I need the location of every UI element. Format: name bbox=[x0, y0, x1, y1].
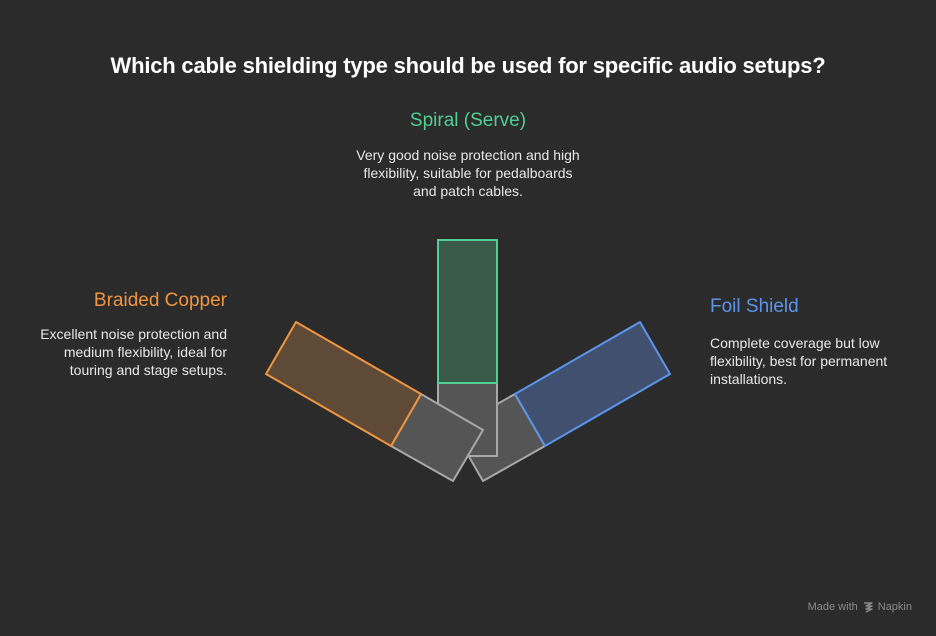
braided-copper-title: Braided Copper bbox=[93, 290, 227, 311]
spiral-serve-description: Very good noise protection and high flex… bbox=[356, 147, 580, 199]
spiral-serve-title: Spiral (Serve) bbox=[409, 110, 527, 131]
napkin-brand-label: Napkin bbox=[877, 601, 912, 613]
braided-copper-bar[interactable] bbox=[265, 321, 422, 447]
spiral-serve-bar[interactable] bbox=[437, 239, 498, 384]
foil-shield-description: Complete coverage but low flexibility, b… bbox=[710, 335, 888, 387]
napkin-logo-icon bbox=[863, 602, 873, 613]
foil-shield-title: Foil Shield bbox=[710, 296, 799, 317]
made-with-label: Made with bbox=[807, 601, 858, 613]
braided-copper-description: Excellent noise protection and medium fl… bbox=[40, 326, 227, 378]
page-title: Which cable shielding type should be use… bbox=[110, 53, 826, 78]
foil-shield-bar[interactable] bbox=[514, 321, 671, 447]
made-with-napkin-badge[interactable]: Made with Napkin bbox=[808, 601, 912, 613]
